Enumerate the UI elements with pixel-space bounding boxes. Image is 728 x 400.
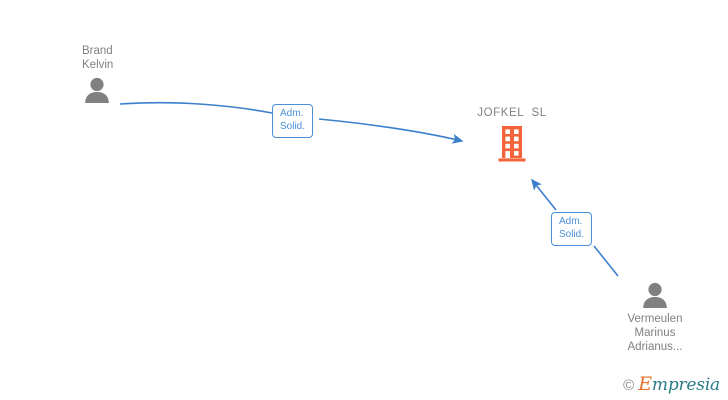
copyright-icon: © xyxy=(623,376,635,394)
person-icon xyxy=(640,282,670,308)
person-icon xyxy=(82,77,113,103)
node-label-brand-kelvin: Brand Kelvin xyxy=(82,45,114,71)
edge-brand-to-company-segment-right xyxy=(318,118,464,144)
node-person-vermeulen-marinus-adrianus[interactable]: Vermeulen Marinus Adrianus... xyxy=(593,282,717,354)
brand-wordmark: Empresia xyxy=(638,373,720,395)
node-company-jofkel-sl[interactable]: JOFKEL SL xyxy=(462,106,562,162)
edge-label-adm-solid-brand[interactable]: Adm. Solid. xyxy=(272,104,314,138)
edge-vermeulen-to-company-segment-lower xyxy=(593,245,619,277)
node-person-brand-kelvin[interactable]: Brand Kelvin xyxy=(82,44,113,103)
brand-initial: E xyxy=(638,373,652,395)
edge-vermeulen-to-company-segment-upper xyxy=(531,178,557,211)
watermark-empresia: © Empresia xyxy=(623,373,720,395)
building-icon xyxy=(497,126,527,162)
brand-rest: mpresia xyxy=(651,375,720,395)
company-name-label: JOFKEL SL xyxy=(477,107,547,119)
edge-brand-to-company-segment-left xyxy=(119,101,273,114)
node-label-vermeulen-marinus-adrianus: Vermeulen Marinus Adrianus... xyxy=(627,313,683,353)
edge-label-adm-solid-vermeulen[interactable]: Adm. Solid. xyxy=(551,212,593,246)
